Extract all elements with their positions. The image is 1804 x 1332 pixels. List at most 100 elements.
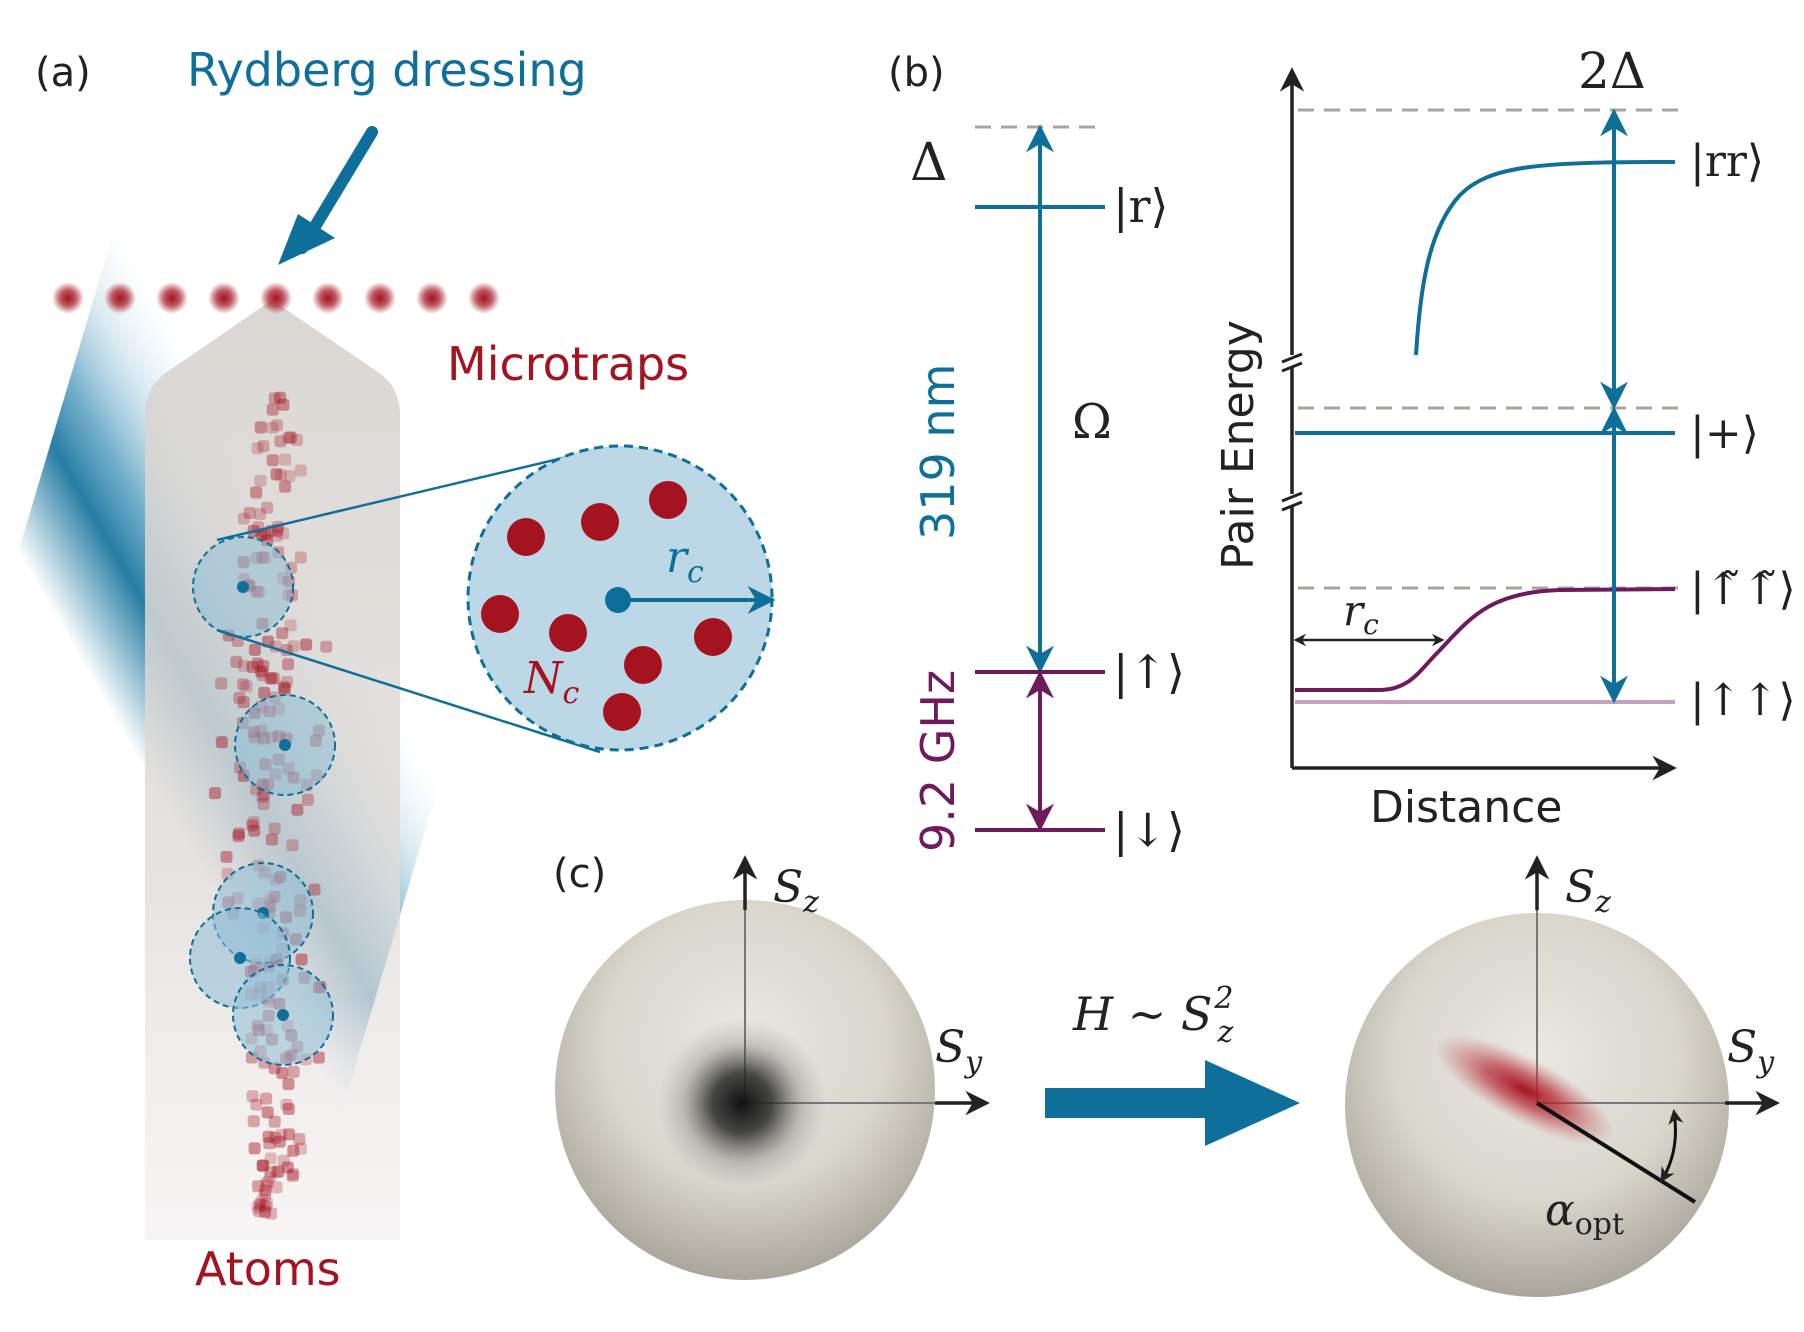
dressed-curve <box>1295 587 1676 692</box>
microtrap-dot <box>156 282 188 314</box>
atom-dot <box>259 1200 272 1213</box>
atom-dot <box>237 659 250 672</box>
microtrap-dot <box>104 282 136 314</box>
atom-dot <box>279 453 292 466</box>
rc-zoom-label: rc <box>666 532 704 590</box>
atom-dot <box>277 398 290 411</box>
atom-dot <box>261 1106 274 1119</box>
atom-dot <box>283 470 296 483</box>
atom-dot <box>266 421 279 434</box>
atom-dot <box>268 1115 281 1128</box>
atom-dot <box>320 640 333 653</box>
x-axis-label: Distance <box>1370 782 1562 833</box>
atom-dot <box>261 501 274 514</box>
atom-dot <box>264 1171 276 1184</box>
atom-dot <box>256 790 269 803</box>
panel-a-label: (a) <box>35 50 91 96</box>
alpha-opt-label: αopt <box>1545 1185 1624 1242</box>
atom-dot <box>270 1166 283 1179</box>
atom-dot <box>261 1197 274 1210</box>
atom-dot <box>283 1128 295 1141</box>
y-axis-label: Pair Energy <box>1213 320 1264 570</box>
rr-curve <box>1414 160 1676 356</box>
atom-dot <box>278 683 291 696</box>
atom-dot <box>257 440 270 453</box>
panel-c-label: (c) <box>553 851 606 897</box>
atom-dot <box>273 1135 286 1148</box>
atom-dot <box>275 469 287 482</box>
atom-dot <box>254 508 266 521</box>
atom-dot <box>265 833 278 846</box>
atom-dot <box>290 433 303 446</box>
atom-dot <box>308 883 321 896</box>
axis-break-upper <box>1281 352 1303 373</box>
panel-b-pair-plot: Pair Energy Distance rc 2Δ |rr⟩ |+⟩ |↑̃↑… <box>1213 42 1796 833</box>
zoomed-atom <box>507 518 545 556</box>
evolution-arrow <box>1045 1060 1300 1146</box>
atom-dot <box>248 1142 261 1155</box>
microtrap-dot <box>468 282 500 314</box>
atom-dot <box>295 953 308 966</box>
sz-label-initial: Sz <box>773 862 819 920</box>
atom-dot <box>259 1206 272 1218</box>
microtrap-dot <box>260 282 292 314</box>
panel-b-label: (b) <box>888 50 945 96</box>
atom-dot <box>291 803 304 816</box>
atom-dot <box>293 1133 306 1146</box>
atom-dot <box>246 819 259 832</box>
atom-dot <box>251 657 264 670</box>
atoms-label: Atoms <box>195 1242 341 1296</box>
atom-dot <box>252 1180 265 1193</box>
zoomed-cluster: rc Nc <box>466 444 776 752</box>
atom-dot <box>295 1142 307 1155</box>
frequency-label: 9.2 GHz <box>911 670 965 852</box>
atom-dot <box>286 1169 299 1182</box>
atom-dot <box>312 1051 325 1064</box>
atom-dot <box>258 686 271 699</box>
atom-dot <box>233 691 246 704</box>
atom-dot <box>255 528 268 541</box>
cluster-center <box>237 581 249 593</box>
atom-dot <box>248 643 261 656</box>
atom-dot <box>257 660 270 673</box>
cluster-group <box>189 536 336 1066</box>
atom-dot <box>282 431 295 444</box>
optimal-angle-line <box>1535 1101 1697 1204</box>
atom-dot <box>268 822 281 835</box>
atom-dot <box>232 830 245 843</box>
atom-dot <box>270 1181 283 1194</box>
atom-dot <box>250 1098 263 1111</box>
atom-dot <box>282 658 295 671</box>
atom-dot <box>246 661 259 673</box>
atom-dot <box>256 1194 269 1207</box>
zoomed-atoms <box>481 481 732 731</box>
atom-dot <box>271 419 283 432</box>
atom-dot <box>274 391 287 404</box>
atom-dot <box>282 1078 295 1090</box>
atom-dot <box>286 839 299 852</box>
upup-state-label: |↑↑⟩ <box>1690 675 1796 726</box>
atom-dot <box>263 1137 276 1150</box>
wavelength-label: 319 nm <box>911 364 965 540</box>
atom-dot <box>259 1184 272 1197</box>
atom-dot <box>280 1098 293 1111</box>
r-state-label: |r⟩ <box>1113 179 1168 233</box>
atom-dot <box>277 527 290 540</box>
atom-dot <box>280 676 293 688</box>
atom-dot <box>254 1198 266 1211</box>
microtrap-dot <box>312 282 344 314</box>
atom-dot <box>265 1207 278 1220</box>
atom-dot <box>247 1115 260 1128</box>
atom-dot <box>251 442 264 455</box>
zoomed-atom <box>694 618 732 656</box>
sz-label-squeezed: Sz <box>1565 862 1611 920</box>
atom-dot <box>264 1152 277 1165</box>
microtrap-dot <box>52 282 84 314</box>
atom-dot <box>233 827 245 840</box>
atom-dot <box>277 1154 290 1167</box>
zoomed-atom <box>549 614 587 652</box>
atom-dot <box>276 1067 289 1079</box>
atom-dot <box>248 824 261 837</box>
